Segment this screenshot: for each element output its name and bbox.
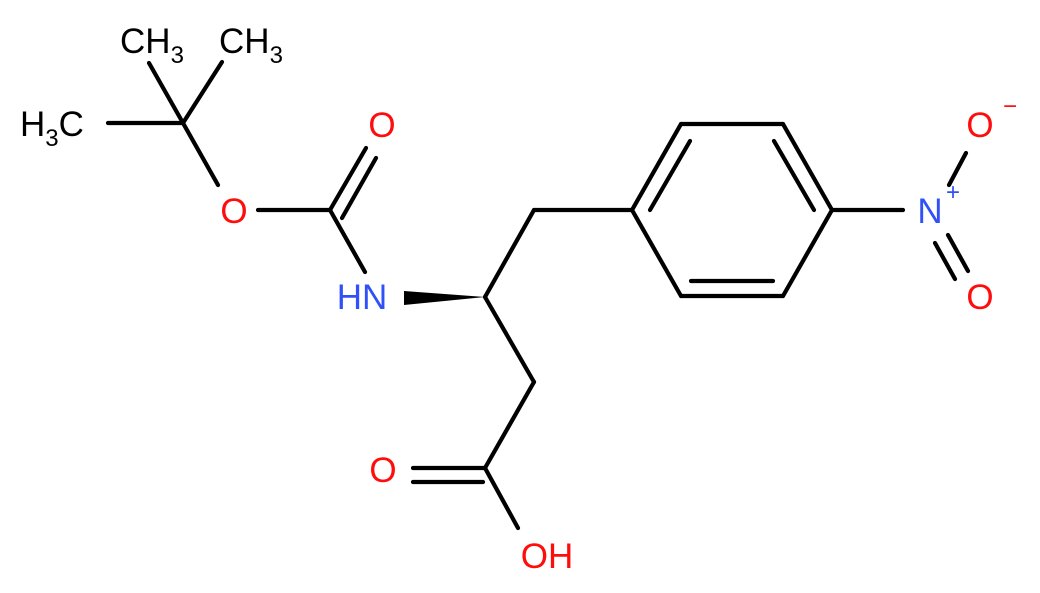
bond-ring-3: [780, 121, 835, 213]
atom-nitro-n: N: [917, 192, 942, 231]
bond-nitro-n-o-double-1: [945, 232, 971, 274]
bond-nitro-n-o-minus: [946, 150, 969, 188]
bond-boc-co-double-1: [327, 145, 369, 213]
atom-acid-oh: OH: [521, 537, 574, 576]
bond-nitro-n-o-double-2: [932, 240, 958, 282]
atom-nitro-o-double: O: [966, 278, 993, 317]
atom-nitro-n-charge: +: [946, 179, 960, 206]
atom-h3c-left: H3C: [20, 105, 84, 152]
atom-ester-o: O: [220, 192, 247, 231]
bond-tbu-ch3-top-left: [146, 60, 186, 126]
bond-tbu-ester-o: [180, 120, 221, 188]
atom-ch3-top-left: CH3: [120, 22, 184, 69]
bond-acid-ch2-carbon: [482, 379, 537, 471]
atom-boc-carbonyl-o: O: [368, 106, 395, 145]
atom-acid-carbonyl-o: O: [369, 451, 396, 490]
bond-layer: [105, 59, 971, 531]
bond-ring-inner-1: [647, 138, 693, 213]
bond-chiral-benzyl-ch2: [482, 207, 537, 300]
bond-carbonyl-nh: [327, 207, 368, 275]
bond-ring-4: [780, 207, 835, 299]
atom-nitro-o-minus-charge: −: [1003, 93, 1017, 120]
bond-ring-inner-2: [771, 138, 817, 213]
bond-boc-co-double-2: [339, 155, 379, 221]
bond-tbu-ch3-top-right: [180, 59, 225, 126]
bond-chiral-acid-ch2: [482, 294, 537, 385]
bond-ring-1: [629, 121, 684, 213]
atom-ch3-top-right: CH3: [219, 22, 283, 69]
atom-nitro-o-minus: O: [966, 106, 993, 145]
bond-stereo-wedge: [404, 291, 485, 305]
bond-acid-c-oh: [482, 465, 521, 531]
bond-ring-6: [629, 207, 684, 299]
atom-amide-nh: HN: [337, 278, 388, 317]
atom-label-layer: CH3 CH3 H3C O O HN N + O − O O OH: [20, 22, 1017, 576]
